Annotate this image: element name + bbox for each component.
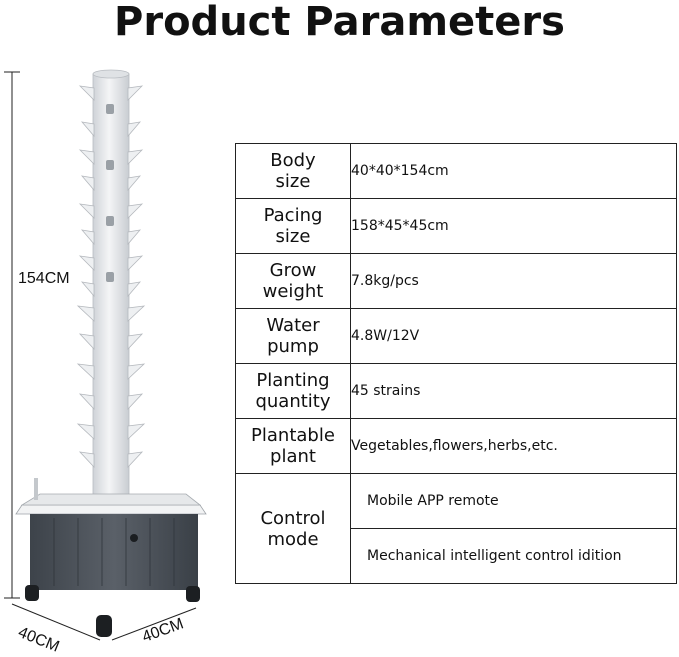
- level-indicator: [34, 478, 38, 500]
- height-label: 154CM: [18, 270, 70, 287]
- param-value: 40*40*154cm: [350, 143, 677, 199]
- reservoir-box: [30, 514, 198, 590]
- pipe-holes: [106, 104, 114, 282]
- param-value: 45 strains: [350, 363, 677, 419]
- param-value: Mobile APP remote: [367, 493, 499, 509]
- param-value: 7.8kg/pcs: [350, 253, 677, 309]
- param-value: Vegetables,flowers,herbs,etc.: [350, 418, 677, 474]
- height-dimension-line: [4, 71, 20, 599]
- planting-pockets: [76, 85, 146, 469]
- param-value: 158*45*45cm: [350, 198, 677, 254]
- wheels: [25, 585, 200, 637]
- reservoir-lid: [15, 504, 207, 515]
- param-value: Mechanical intelligent control idition: [351, 528, 676, 583]
- page-title: Product Parameters: [114, 0, 565, 45]
- tower-pipe: [92, 73, 130, 505]
- base-dimension-lines: [11, 603, 197, 641]
- param-value: 4.8W/12V: [350, 308, 677, 364]
